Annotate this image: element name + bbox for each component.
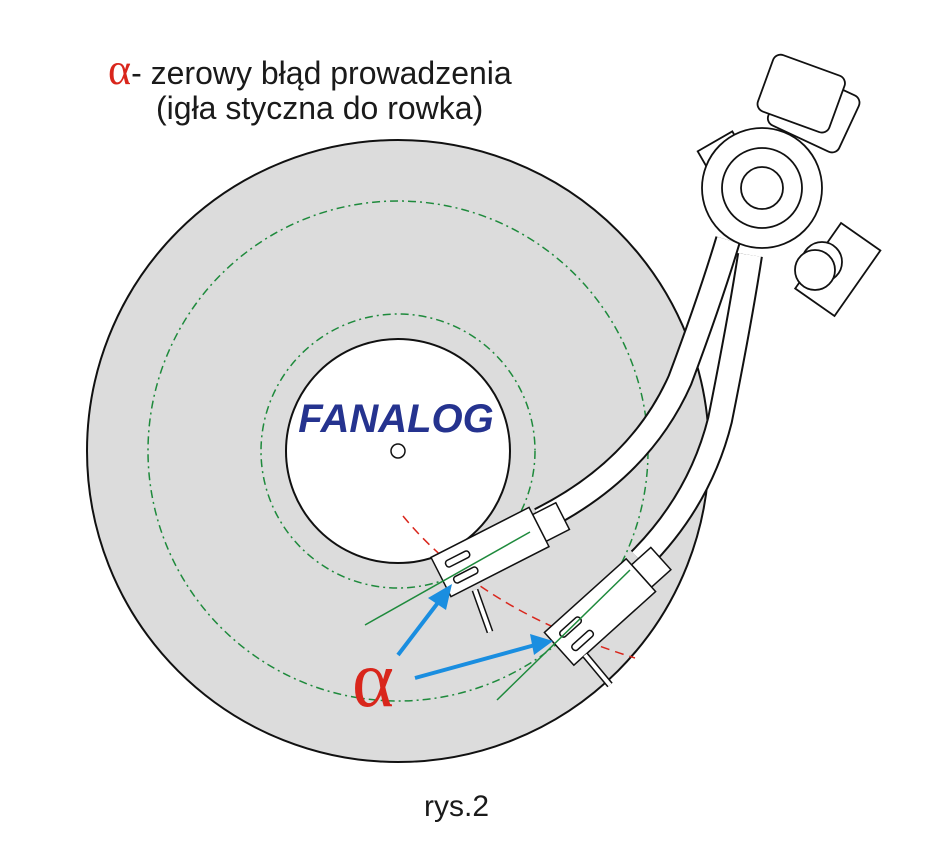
tonearm-position-1	[364, 236, 741, 634]
tonearm-pivot	[696, 53, 882, 318]
alpha-label: α	[352, 636, 394, 724]
legend-line-2: (igła styczna do rowka)	[156, 90, 484, 126]
platter	[86, 139, 710, 763]
tonearm-position-2	[496, 253, 763, 701]
figure-caption: rys.2	[424, 790, 490, 823]
alpha-arrows	[396, 584, 553, 680]
tracking-arc	[402, 515, 636, 659]
groove-inner	[260, 313, 536, 589]
legend: α- zerowy błąd prowadzenia	[108, 44, 512, 95]
legend-line-1: - zerowy błąd prowadzenia	[131, 55, 512, 91]
alpha-symbol: α	[108, 45, 132, 94]
fanalog-logo: FANALOG	[298, 397, 494, 441]
spindle	[390, 443, 406, 459]
